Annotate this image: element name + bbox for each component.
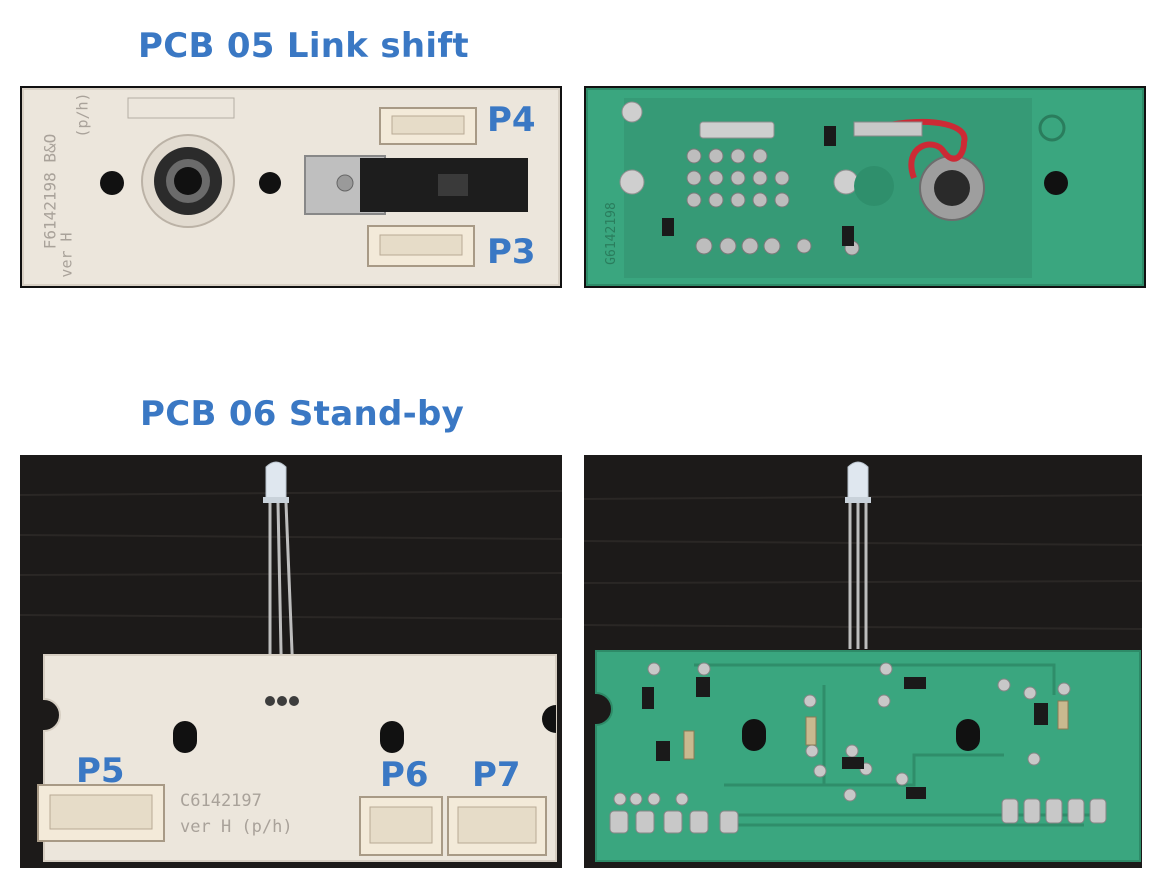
pcb05-front-photo: F6142198 B&O (p/h) ver H P4 P3 bbox=[20, 86, 562, 288]
pcb06-front-silk-ver: ver H (p/h) bbox=[180, 817, 293, 837]
connector-label-p4: P4 bbox=[487, 100, 536, 140]
connector-label-p7: P7 bbox=[472, 755, 521, 795]
pcb06-front-silk-part: C6142197 bbox=[180, 791, 262, 811]
connector-label-p6: P6 bbox=[380, 755, 429, 795]
pcb05-front-silk-ph: (p/h) bbox=[73, 92, 92, 138]
pcb05-back-board bbox=[586, 88, 1144, 286]
pcb06-back-board bbox=[584, 461, 1142, 862]
section-title-pcb06: PCB 06 Stand-by bbox=[140, 394, 465, 434]
pcb06-back-photo bbox=[584, 455, 1142, 868]
pcb06-front-board bbox=[20, 461, 562, 862]
connector-label-p3: P3 bbox=[487, 232, 536, 272]
pcb06-front-photo: C6142197 ver H (p/h) P5 P6 P7 bbox=[20, 455, 562, 868]
section-title-pcb05: PCB 05 Link shift bbox=[138, 26, 469, 66]
pcb05-front-silk-ver: ver H bbox=[57, 232, 76, 278]
connector-label-p5: P5 bbox=[76, 751, 125, 791]
pcb05-back-silk-part: G6142198 bbox=[603, 202, 619, 265]
pcb05-back-photo: G6142198 bbox=[584, 86, 1146, 288]
pcb05-front-board bbox=[22, 88, 560, 286]
